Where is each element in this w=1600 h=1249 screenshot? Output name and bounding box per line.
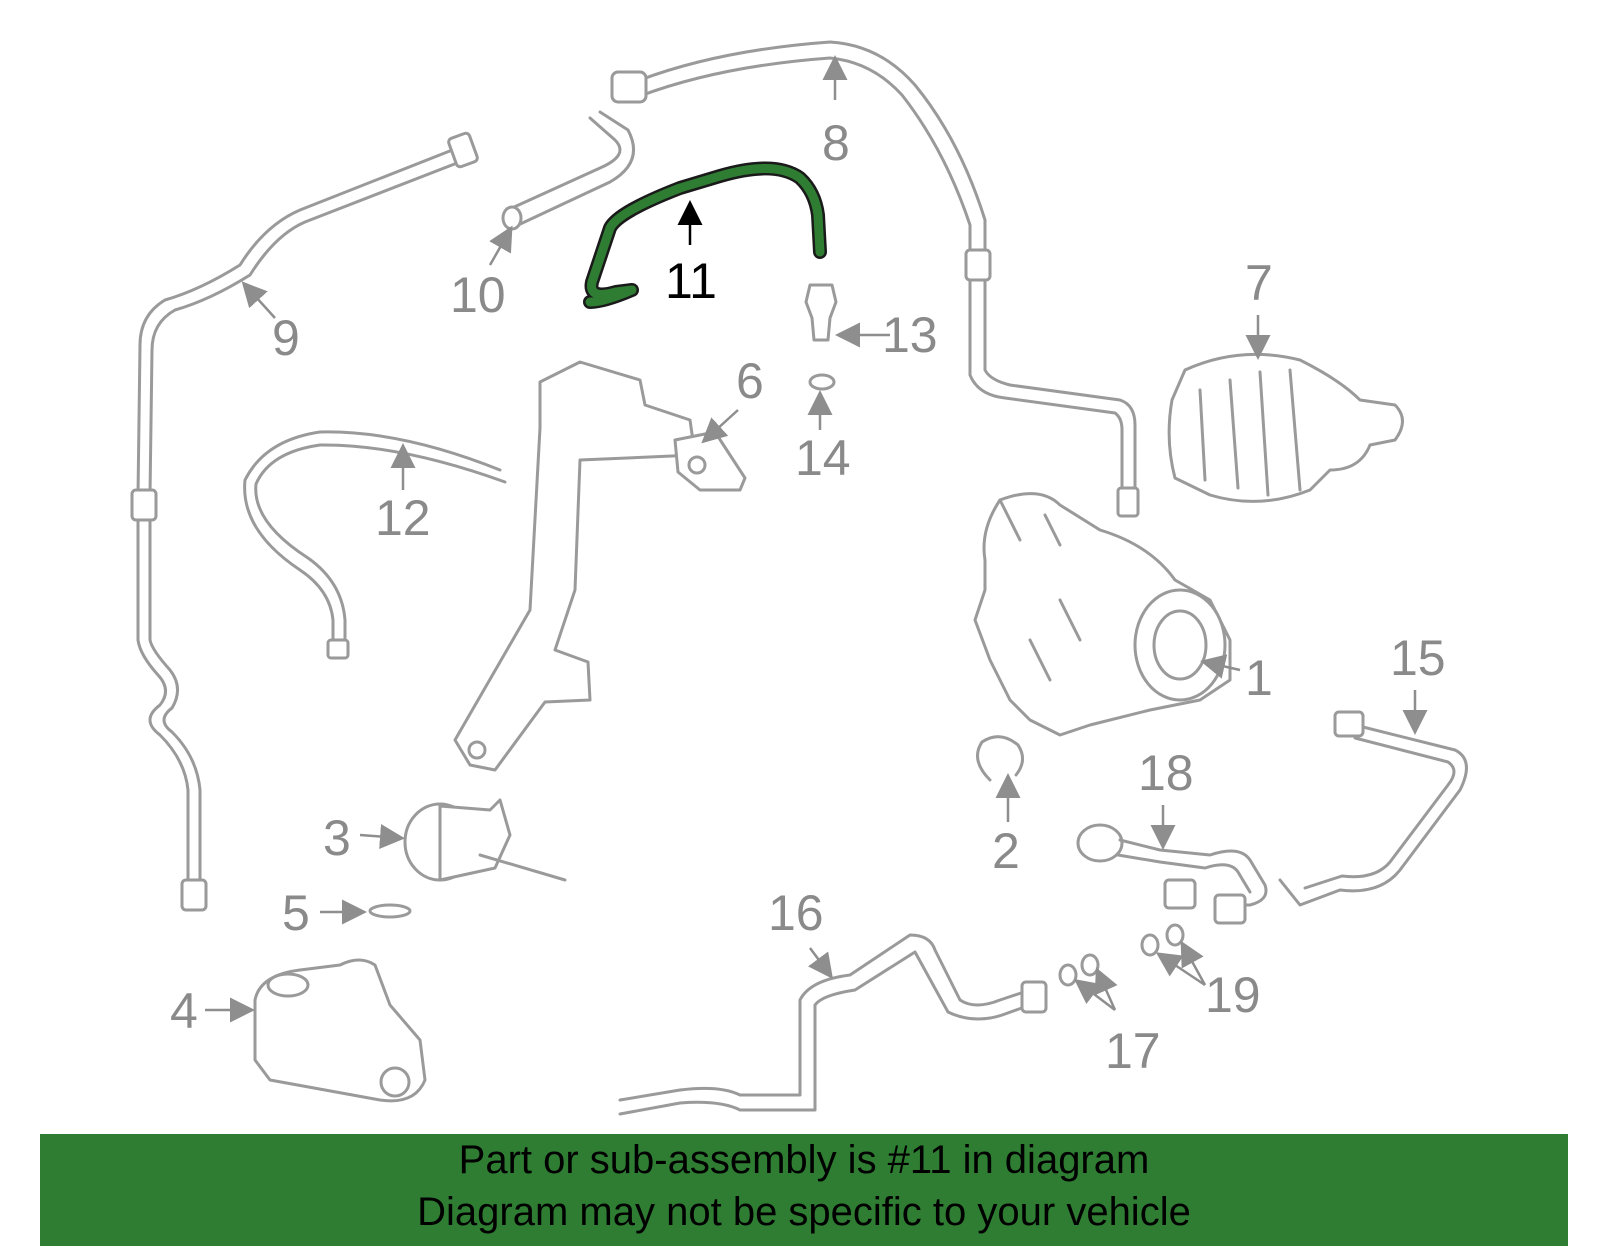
- callout-labels: 1 2 3 4 5 6 7 8 9 10 11 12 13 14 15 16 1…: [170, 115, 1446, 1079]
- part-11-hose: [583, 161, 827, 309]
- part-3-actuator: [403, 798, 567, 882]
- callout-4: 4: [170, 983, 198, 1039]
- callout-2: 2: [992, 823, 1020, 879]
- callout-3: 3: [323, 810, 351, 866]
- footer-line-2: Diagram may not be specific to your vehi…: [417, 1190, 1191, 1234]
- part-10-hose: [501, 110, 636, 231]
- part-9-pipe: [130, 131, 479, 912]
- footer-line-1: Part or sub-assembly is #11 in diagram: [458, 1138, 1150, 1182]
- callout-6: 6: [736, 353, 764, 409]
- part-13-fitting: [804, 283, 838, 342]
- part-16-pipe: [618, 933, 1048, 1116]
- callout-17: 17: [1105, 1023, 1161, 1079]
- part-7-shield: [1167, 352, 1404, 503]
- callout-15: 15: [1390, 630, 1446, 686]
- part-14-oring: [808, 373, 836, 391]
- part-4-canister: [253, 958, 427, 1103]
- callout-19: 19: [1205, 967, 1261, 1023]
- part-2-clamp: [976, 735, 1024, 782]
- leader-lines: [205, 55, 1428, 1023]
- callout-16: 16: [768, 885, 824, 941]
- callout-11: 11: [665, 253, 717, 309]
- callout-5: 5: [282, 885, 310, 941]
- part-15-pipe: [1278, 710, 1468, 907]
- part-17-orings: [1058, 953, 1100, 987]
- callout-18: 18: [1138, 745, 1194, 801]
- callout-14: 14: [795, 430, 851, 486]
- part-18-line: [1076, 823, 1268, 925]
- part-8-pipe: [610, 40, 1140, 518]
- callout-13: 13: [882, 307, 938, 363]
- part-6-bracket: [453, 360, 747, 772]
- part-5-oring: [368, 903, 412, 919]
- part-19-orings: [1140, 923, 1185, 957]
- callout-8: 8: [822, 115, 850, 171]
- callout-1: 1: [1245, 650, 1273, 706]
- callout-12: 12: [375, 490, 431, 546]
- part-1-turbo: [973, 492, 1232, 737]
- callout-10: 10: [450, 267, 506, 323]
- footer-banner: Part or sub-assembly is #11 in diagram D…: [40, 1134, 1568, 1246]
- callout-7: 7: [1245, 255, 1273, 311]
- callout-9: 9: [272, 310, 300, 366]
